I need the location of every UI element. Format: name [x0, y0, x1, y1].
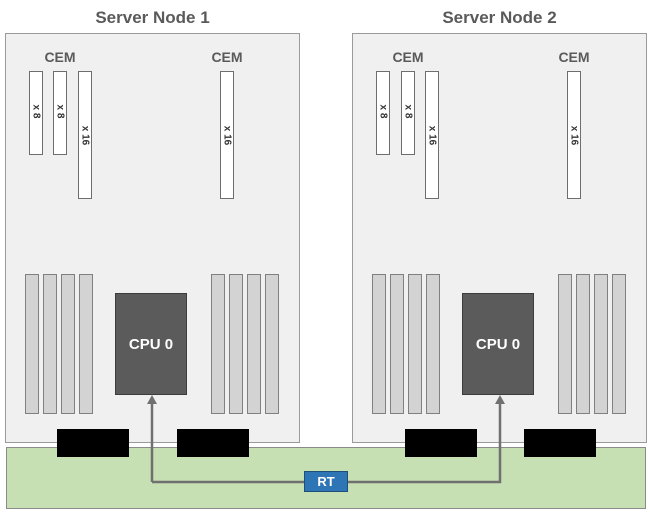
node-1-dimm — [229, 274, 243, 414]
rt-switch: RT — [304, 471, 348, 492]
node-2-dimm — [426, 274, 440, 414]
node-2-dimm — [372, 274, 386, 414]
node-1-cem-right-label: CEM — [211, 49, 243, 65]
node-1-pcie-slot-1: x 8 — [29, 71, 43, 155]
node-1-pcie-slot-3: x 16 — [78, 71, 92, 199]
node-1-cpu: CPU 0 — [115, 293, 187, 395]
node-2-pcie-slot-1: x 8 — [376, 71, 390, 155]
node-2-dimm — [558, 274, 572, 414]
node-1-connector-left — [57, 429, 129, 457]
node-2-cem-right-label: CEM — [558, 49, 590, 65]
node-2-title: Server Node 2 — [442, 8, 557, 27]
node-1-pcie-slot-4: x 16 — [220, 71, 234, 199]
node-1-dimm — [265, 274, 279, 414]
node-2-pcie-slot-2: x 8 — [401, 71, 415, 155]
node-1-connector-right — [177, 429, 249, 457]
node-2-pcie-slot-4: x 16 — [567, 71, 581, 199]
node-1-cem-left-label: CEM — [44, 49, 76, 65]
node-2-dimm — [612, 274, 626, 414]
rt-link-right — [347, 401, 502, 484]
node-1-pcie-slot-2: x 8 — [53, 71, 67, 155]
node-1-title: Server Node 1 — [95, 8, 210, 27]
node-2-dimm — [390, 274, 404, 414]
node-2-pcie-slot-3: x 16 — [425, 71, 439, 199]
node-1-dimm — [43, 274, 57, 414]
node-2-dimm — [408, 274, 422, 414]
node-1-dimm — [61, 274, 75, 414]
node-2-connector-left — [405, 429, 477, 457]
node-1-dimm — [211, 274, 225, 414]
node-1-dimm — [25, 274, 39, 414]
node-1-cpu-link-arrowhead — [147, 395, 157, 404]
node-1-dimm — [247, 274, 261, 414]
node-2-connector-right — [524, 429, 596, 457]
node-2-dimm — [594, 274, 608, 414]
node-2-dimm — [576, 274, 590, 414]
node-1-dimm — [79, 274, 93, 414]
node-2-cpu-link-arrowhead — [495, 395, 505, 404]
node-2-cem-left-label: CEM — [392, 49, 424, 65]
node-2-cpu: CPU 0 — [462, 293, 534, 395]
